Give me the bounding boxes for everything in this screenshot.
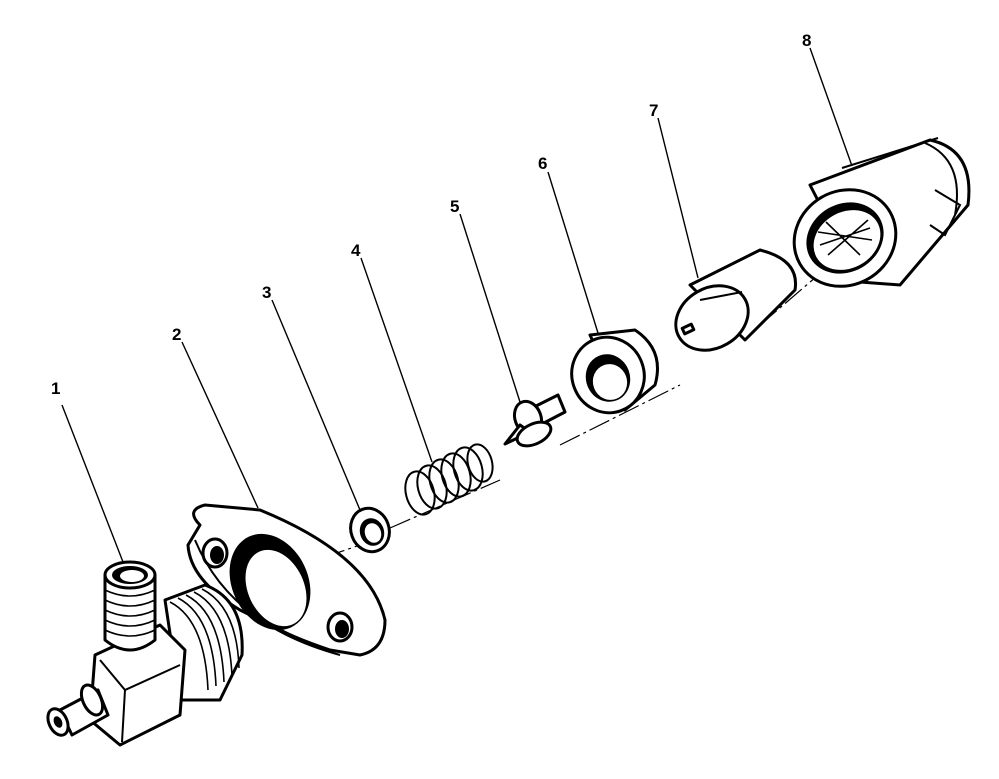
part-5-valve (503, 393, 567, 448)
part-6-seat (570, 328, 659, 415)
part-8-cap-nut (792, 137, 971, 288)
part-7-plunger (674, 248, 798, 352)
part-3-washer (349, 506, 391, 554)
part-4-spring (404, 443, 494, 516)
part-2-mounting-flange (186, 503, 387, 657)
leader-line-8 (809, 47, 853, 167)
callout-number-1: 1 (51, 379, 60, 398)
leader-line-2 (181, 341, 259, 509)
callout-number-2: 2 (172, 325, 181, 344)
callout-number-6: 6 (538, 154, 547, 173)
callout-number-7: 7 (649, 101, 658, 120)
leader-line-1 (61, 404, 124, 563)
callout-number-5: 5 (450, 197, 459, 216)
leader-line-7 (657, 117, 699, 279)
callout-number-4: 4 (351, 241, 361, 260)
callout-number-3: 3 (262, 283, 271, 302)
callout-number-8: 8 (802, 31, 811, 50)
leader-line-3 (271, 299, 361, 511)
leader-line-4 (360, 257, 433, 463)
part-1-elbow-fitting-body (46, 560, 244, 747)
leader-line-5 (459, 213, 521, 403)
leader-line-6 (547, 171, 599, 334)
